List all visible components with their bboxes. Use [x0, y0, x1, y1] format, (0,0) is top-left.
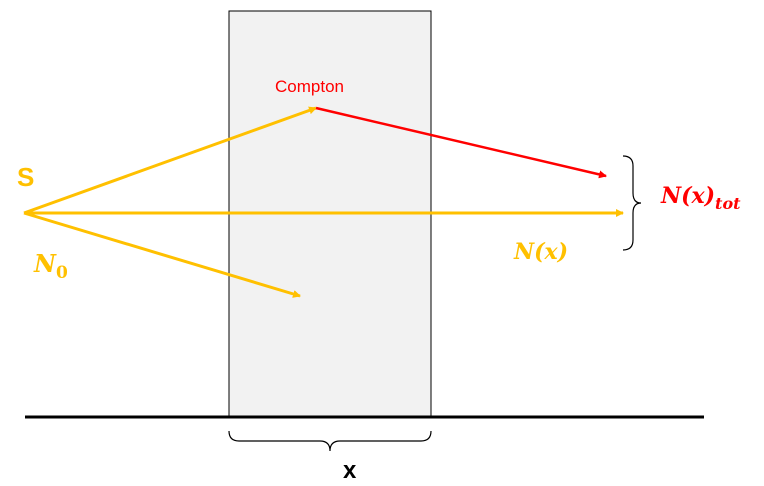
- compton-scattered-ray: [315, 106, 607, 179]
- thickness-label: x: [343, 457, 357, 484]
- ray-absorbed: [23, 211, 301, 298]
- thickness-brace: [228, 430, 432, 452]
- compton-label: Compton: [275, 77, 344, 96]
- ray-to-compton: [23, 106, 317, 215]
- total-count-label: N(x)tot: [660, 183, 741, 213]
- source-label: S: [17, 162, 34, 192]
- total-brace: [622, 155, 642, 251]
- transmitted-count-label: N(x): [513, 239, 568, 265]
- initial-count-label: N0: [33, 249, 68, 283]
